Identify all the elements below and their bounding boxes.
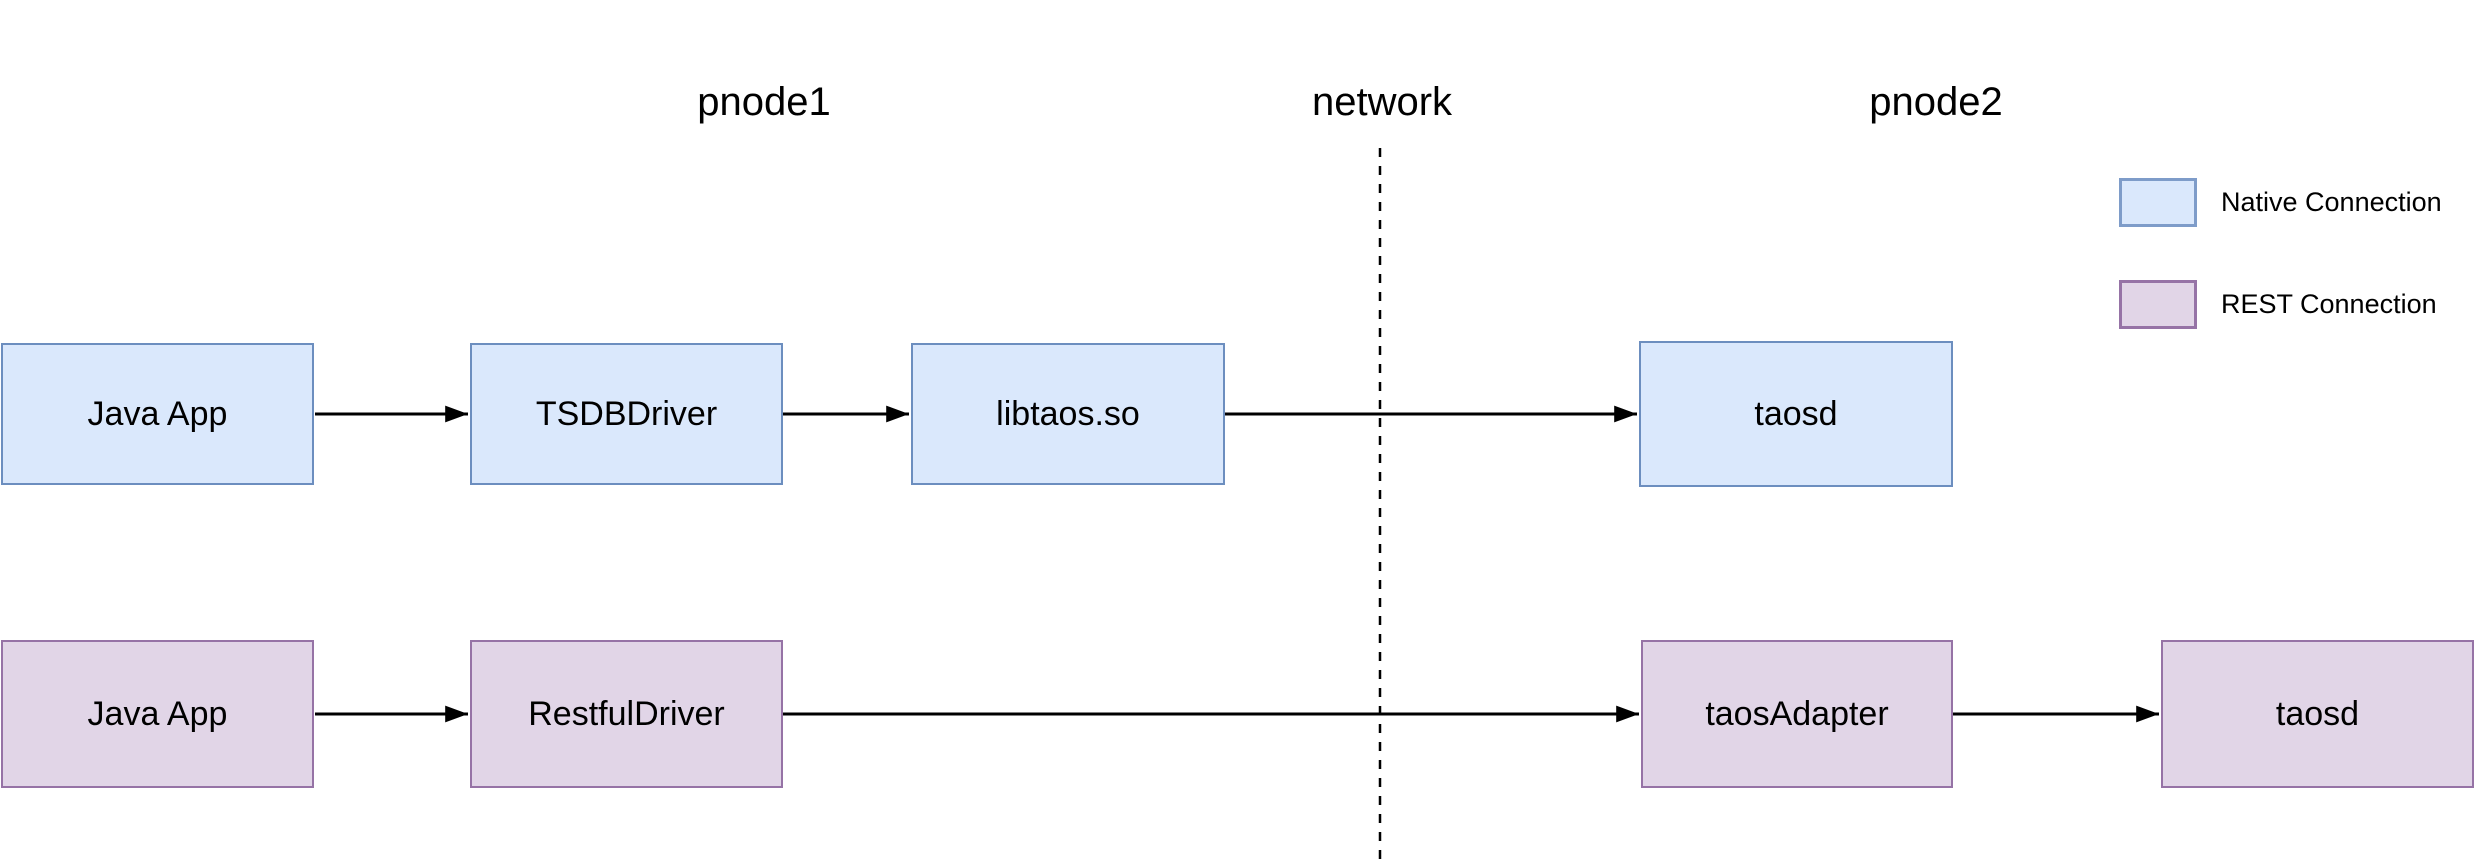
node-tsdbdriver: TSDBDriver [470,343,783,485]
node-taosd-rest: taosd [2161,640,2474,788]
node-taosd-native: taosd [1639,341,1953,487]
node-java-app-rest: Java App [1,640,314,788]
column-header-pnode1: pnode1 [697,80,831,124]
legend-item-native: Native Connection [2119,178,2442,227]
node-java-app-native: Java App [1,343,314,485]
legend-swatch-native-connection [2119,178,2197,227]
node-taosadapter: taosAdapter [1641,640,1953,788]
column-header-pnode2: pnode2 [1869,80,2003,124]
node-restfuldriver: RestfulDriver [470,640,783,788]
legend-swatch-rest-connection [2119,280,2197,329]
legend-item-rest: REST Connection [2119,280,2437,329]
legend-label-rest-connection: REST Connection [2221,289,2437,319]
column-header-network: network [1311,80,1453,124]
legend-label-native-connection: Native Connection [2221,187,2442,217]
node-libtaos-so: libtaos.so [911,343,1225,485]
